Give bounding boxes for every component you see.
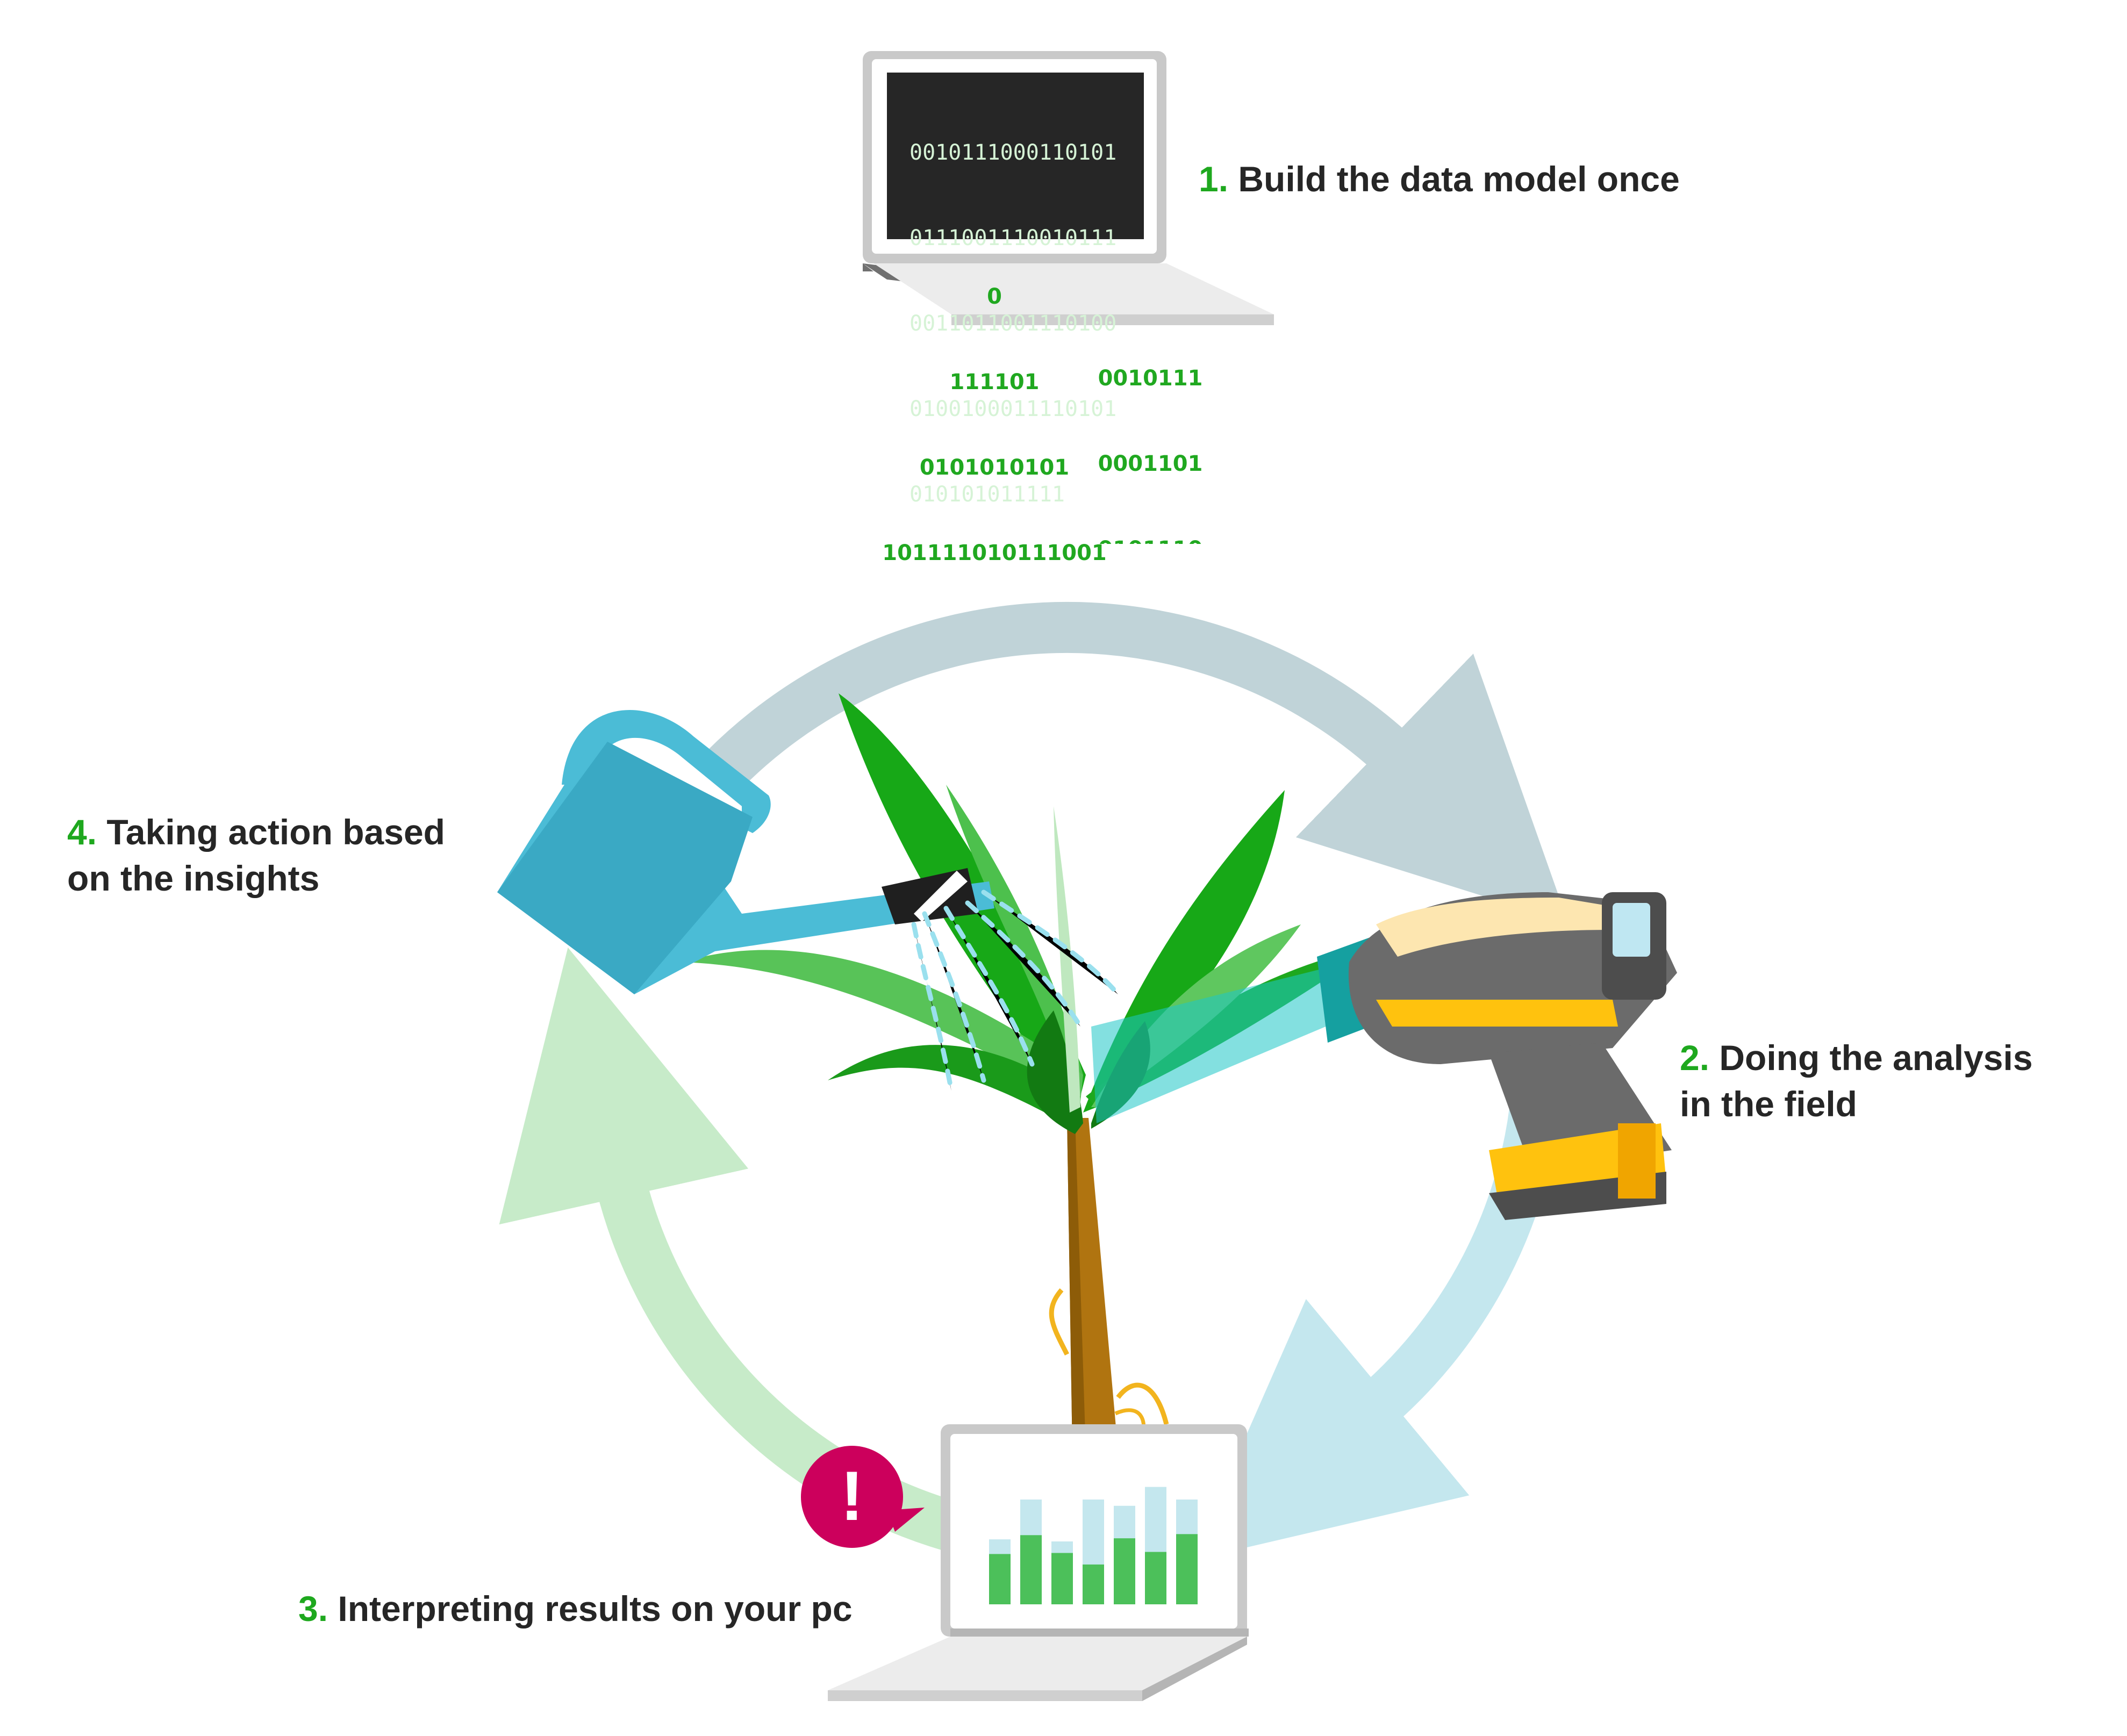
chart-bar-value xyxy=(1145,1552,1166,1604)
chart-bar-value xyxy=(1176,1534,1198,1604)
step-3-label: 3. Interpreting results on your pc xyxy=(298,1586,853,1632)
step-text: Interpreting results on your pc xyxy=(338,1589,853,1629)
cycle-arrow-icon xyxy=(1191,1084,1563,1561)
step-4-label: 4. Taking action based on the insights xyxy=(67,809,445,901)
binary-line: 010101011111 xyxy=(909,482,1065,507)
binary-line: 0101110 xyxy=(1032,535,1269,544)
laptop-screen-binary: 0010111000110101 0111001110010111 001101… xyxy=(909,82,1116,537)
banana-plant-icon xyxy=(683,693,1376,1451)
watering-can-icon xyxy=(497,710,1121,1094)
step-text-line-2: in the field xyxy=(1680,1084,1857,1124)
chart-bar-value xyxy=(1114,1538,1135,1604)
binary-line: 111101 xyxy=(949,370,1040,394)
binary-line: 0010111 xyxy=(1098,366,1203,391)
step-2-label: 2. Doing the analysis in the field xyxy=(1680,1035,2033,1127)
step-text: Doing the analysis xyxy=(1719,1038,2033,1078)
step-text: Taking action based xyxy=(106,812,445,852)
laptop-icon xyxy=(828,1424,1249,1701)
binary-line: 0100100011110101 xyxy=(909,397,1117,421)
step-number: 1. xyxy=(1199,159,1229,199)
binary-line: 0010111000110101 xyxy=(909,140,1117,165)
results-chart xyxy=(989,1487,1198,1604)
alert-bubble-icon: ! xyxy=(801,1446,925,1548)
laptop-icon xyxy=(863,51,1274,325)
alert-symbol: ! xyxy=(840,1457,863,1535)
binary-line: 101111010111001 xyxy=(882,541,1107,565)
binary-line: 0001101 xyxy=(1098,451,1203,476)
binary-line: 0011011001110100 xyxy=(909,311,1117,336)
binary-stream-right: 0010111 0001101 0101110 0100100 10111101… xyxy=(1032,307,1269,544)
step-number: 3. xyxy=(298,1589,328,1629)
binary-stream-left: 0 111101 0101010101 101111010111001 1101… xyxy=(876,226,1113,587)
handheld-scanner-icon xyxy=(1091,892,1677,1220)
step-text: Build the data model once xyxy=(1238,159,1680,199)
step-1-label: 1. Build the data model once xyxy=(1199,156,1680,202)
binary-line: 0111001110010111 xyxy=(909,226,1117,250)
chart-bar-value xyxy=(1051,1553,1073,1604)
step-text-line-2: on the insights xyxy=(67,858,320,898)
binary-line: 0101010101 xyxy=(919,455,1070,480)
step-number: 2. xyxy=(1680,1038,1710,1078)
chart-bar-value xyxy=(1083,1564,1104,1604)
binary-line: 0 xyxy=(987,284,1002,309)
chart-bar-value xyxy=(1020,1535,1042,1604)
chart-bar-value xyxy=(989,1554,1011,1604)
step-number: 4. xyxy=(67,812,97,852)
cycle-arrow-icon xyxy=(696,601,1569,923)
cycle-arrow-icon xyxy=(499,947,959,1551)
